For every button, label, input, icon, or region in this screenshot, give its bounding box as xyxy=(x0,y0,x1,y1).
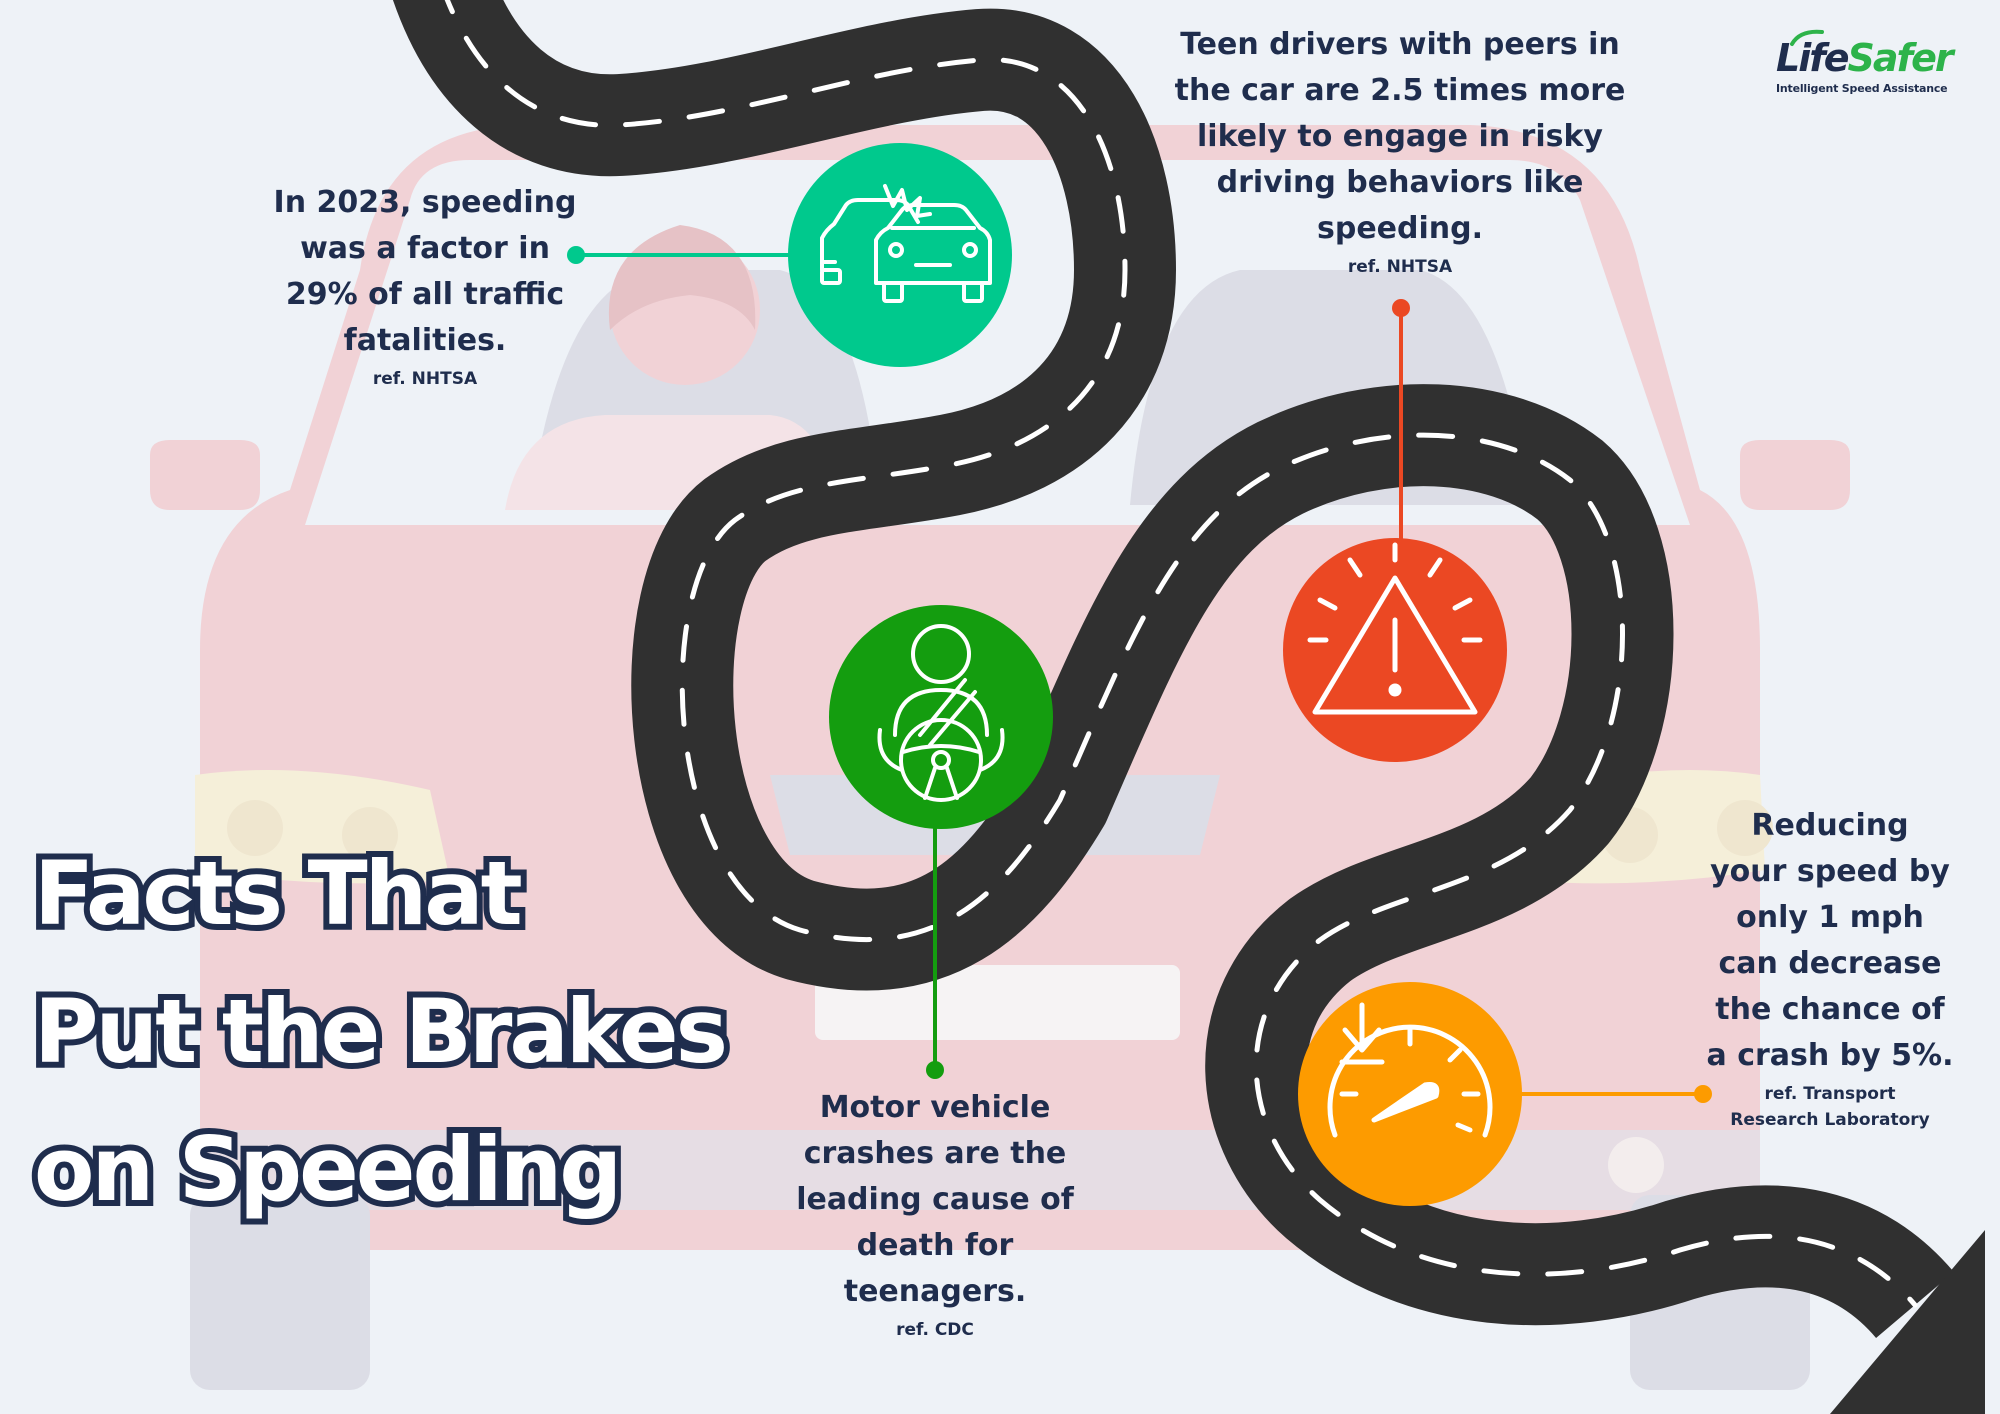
fact-text-line: speeding. xyxy=(1316,211,1483,246)
fact-leading-cause: Motor vehicle crashes are the leading ca… xyxy=(775,1085,1095,1343)
speedometer-down-icon xyxy=(1327,1002,1493,1138)
fact-text-line: Teen drivers with peers in xyxy=(1180,27,1620,62)
connector-dot-leading xyxy=(926,1061,944,1079)
road-arrow-head xyxy=(1830,1230,1985,1414)
fact-text-line: driving behaviors like xyxy=(1216,165,1584,200)
fact-text-line: crashes are the xyxy=(803,1136,1067,1171)
fact-text-line: teenagers. xyxy=(843,1274,1027,1309)
fact-text-line: Motor vehicle xyxy=(819,1090,1051,1125)
logo-brand-life: Life xyxy=(1776,36,1850,80)
fact-reference: ref. NHTSA xyxy=(372,369,478,389)
page-title: Facts That Put the Brakes on Speeding xyxy=(28,825,734,1239)
connector-dot-reduce xyxy=(1694,1085,1712,1103)
title-line: Facts That xyxy=(28,836,529,951)
fact-text-line: In 2023, speeding xyxy=(273,185,577,220)
logo-tagline: Intelligent Speed Assistance xyxy=(1776,82,1948,95)
icon-car-crash xyxy=(788,143,1012,367)
logo-brand-safer: Safer xyxy=(1847,36,1954,80)
fact-text-line: 29% of all traffic xyxy=(285,277,565,312)
warning-triangle-icon xyxy=(1307,542,1483,715)
fact-text-line: was a factor in xyxy=(300,231,550,266)
title-line: on Speeding xyxy=(28,1112,628,1227)
fact-text-line: leading cause of xyxy=(796,1182,1074,1217)
fact-text-line: Reducing xyxy=(1751,808,1909,843)
logo-wordmark: LifeSafer xyxy=(1776,36,1954,80)
fact-reference: ref. Transport xyxy=(1764,1084,1896,1104)
fact-text-line: can decrease xyxy=(1718,946,1942,981)
icon-speedometer xyxy=(1298,982,1522,1206)
connector-dot-speeding xyxy=(567,246,585,264)
fact-text-line: the car are 2.5 times more xyxy=(1174,73,1626,108)
fact-text-line: your speed by xyxy=(1710,854,1950,889)
car-crash-icon xyxy=(820,184,992,303)
icon-seatbelt xyxy=(829,605,1053,829)
lifesafer-logo: LifeSafer Intelligent Speed Assistance xyxy=(1770,28,1970,108)
fact-reference: ref. CDC xyxy=(896,1320,974,1340)
fact-reference: Research Laboratory xyxy=(1730,1110,1930,1130)
title-line: Put the Brakes xyxy=(28,974,734,1089)
fact-text-line: likely to engage in risky xyxy=(1197,119,1603,154)
fact-teen-peers: Teen drivers with peers in the car are 2… xyxy=(1170,22,1630,280)
fact-text-line: a crash by 5%. xyxy=(1706,1038,1954,1073)
fact-text-line: fatalities. xyxy=(343,323,507,358)
connector-dot-teen xyxy=(1392,299,1410,317)
connectors xyxy=(567,246,1712,1103)
fact-text-line: the chance of xyxy=(1715,992,1945,1027)
fact-reduce-speed: Reducing your speed by only 1 mph can de… xyxy=(1700,803,1960,1133)
fact-speeding-2023: In 2023, speeding was a factor in 29% of… xyxy=(260,180,590,392)
fact-reference: ref. NHTSA xyxy=(1347,257,1453,277)
winding-road xyxy=(392,0,1985,1414)
seatbelt-driver-icon xyxy=(877,624,1005,802)
logo-swoosh xyxy=(1790,29,1824,46)
fact-text-line: death for xyxy=(856,1228,1014,1263)
fact-text-line: only 1 mph xyxy=(1736,900,1924,935)
icon-warning xyxy=(1283,538,1507,762)
